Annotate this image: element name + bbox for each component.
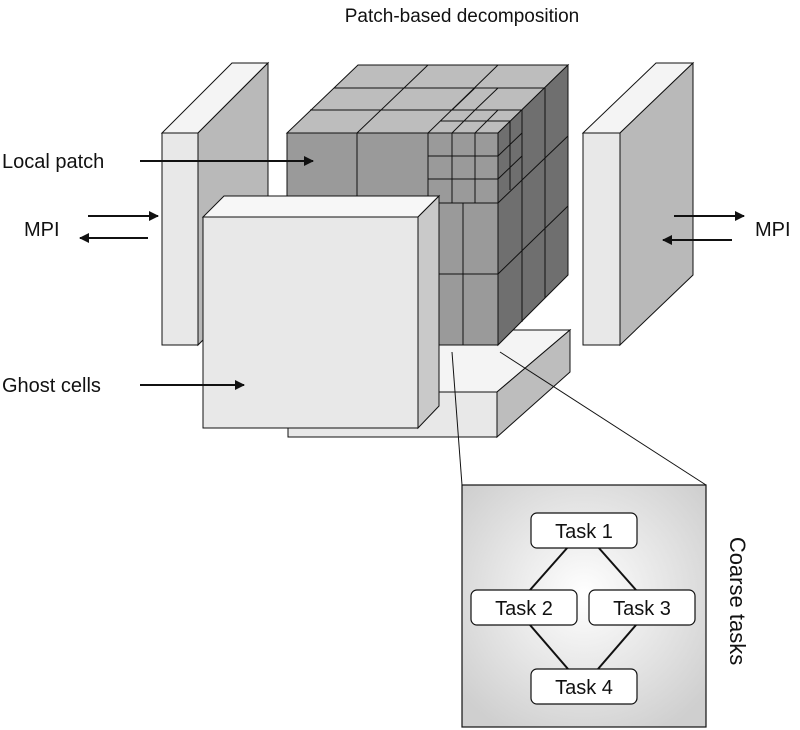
ghost-slab-right xyxy=(581,61,695,347)
label-mpi-right: MPI xyxy=(755,219,791,241)
label-local-patch: Local patch xyxy=(2,151,104,173)
task-1-label: Task 1 xyxy=(555,521,613,543)
coarse-tasks-inset: Task 1 Task 2 Task 3 Task 4 xyxy=(461,484,707,728)
task-node-2: Task 2 xyxy=(470,589,578,626)
task-node-4: Task 4 xyxy=(530,668,638,705)
zoom-line-left xyxy=(451,351,463,486)
zoom-line-right xyxy=(499,351,707,486)
task-4-label: Task 4 xyxy=(555,677,613,699)
ghost-slab-front xyxy=(201,194,441,430)
label-ghost-cells: Ghost cells xyxy=(2,375,101,397)
task-edges xyxy=(529,546,637,670)
task-node-3: Task 3 xyxy=(588,589,696,626)
label-mpi-left: MPI xyxy=(24,219,60,241)
cube-side-grid xyxy=(497,88,569,322)
task-2-label: Task 2 xyxy=(495,598,553,620)
cube-top-refined xyxy=(440,87,510,134)
label-coarse-tasks: Coarse tasks xyxy=(725,537,750,665)
task-node-1: Task 1 xyxy=(530,512,638,549)
diagram-title: Patch-based decomposition xyxy=(345,6,579,27)
task-3-label: Task 3 xyxy=(613,598,671,620)
